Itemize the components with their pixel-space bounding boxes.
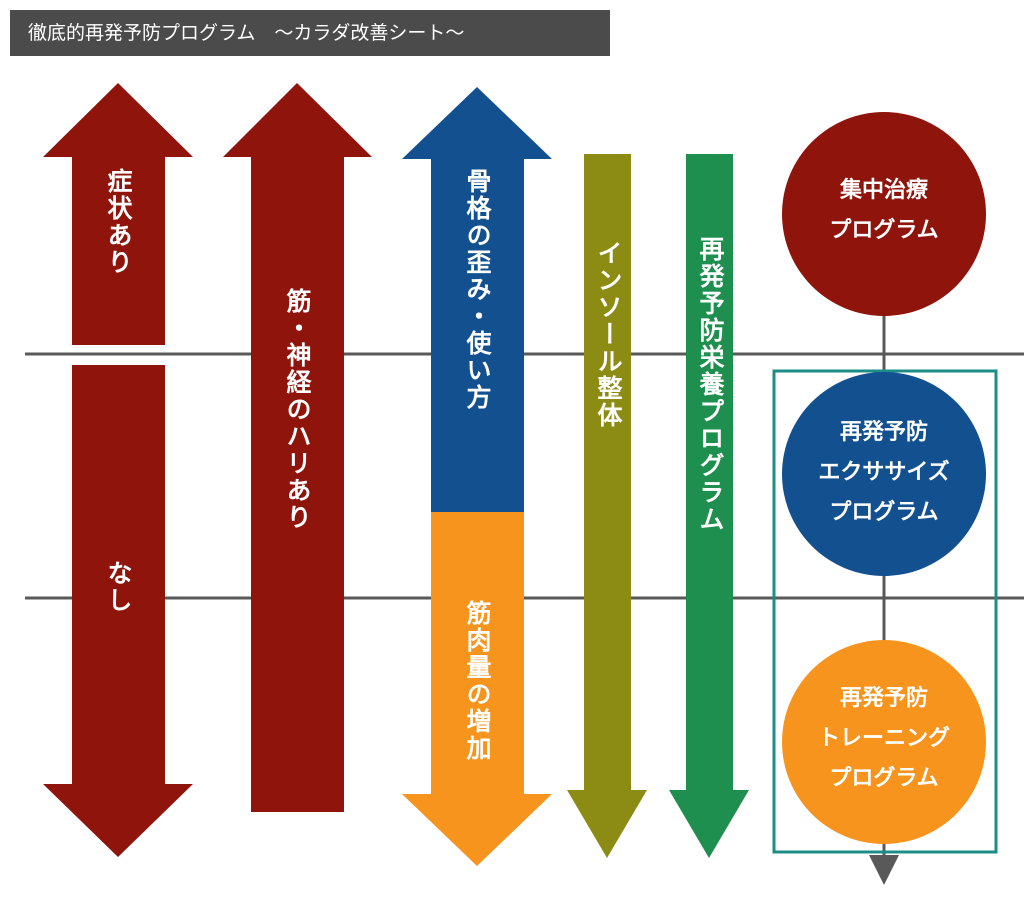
symptom-yes-arrow (43, 83, 193, 345)
exercise-program-line2: エクササイズ (818, 459, 950, 485)
muscle-mass-label: 筋肉量の増加 (463, 600, 492, 762)
intensive-treatment-label: 集中治療 プログラム (782, 170, 986, 250)
training-program-line1: 再発予防 (839, 685, 928, 711)
nutrition-arrow (669, 154, 749, 858)
page-title: 徹底的再発予防プログラム ～カラダ改善シート～ (10, 10, 610, 56)
nutrition-label: 再発予防栄養プログラム (696, 236, 725, 533)
exercise-program-circle (782, 372, 986, 576)
symptom-yes-label: 症状あり (104, 168, 133, 276)
training-program-label: 再発予防 トレーニング プログラム (782, 678, 986, 798)
insole-arrow (567, 154, 647, 858)
exercise-program-label: 再発予防 エクササイズ プログラム (782, 412, 986, 532)
exercise-program-line1: 再発予防 (839, 419, 928, 445)
insole-label: インソール整体 (594, 240, 623, 429)
training-program-circle (782, 640, 986, 844)
intensive-treatment-line2: プログラム (829, 217, 939, 243)
exercise-program-line3: プログラム (829, 499, 939, 525)
intensive-treatment-circle (782, 112, 986, 316)
symptom-no-arrow (43, 365, 193, 857)
intensive-treatment-line1: 集中治療 (839, 177, 928, 203)
symptom-no-label: なし (104, 560, 133, 614)
training-program-line2: トレーニング (817, 725, 950, 751)
muscle-nerve-arrow (223, 83, 372, 812)
muscle-mass-arrow (402, 512, 552, 866)
muscle-nerve-label: 筋・神経のハリあり (283, 288, 312, 531)
recurrence-prevention-frame (772, 369, 998, 854)
skeleton-arrow (402, 87, 552, 512)
training-program-line3: プログラム (829, 765, 939, 791)
skeleton-label: 骨格の歪み・使い方 (463, 168, 492, 411)
